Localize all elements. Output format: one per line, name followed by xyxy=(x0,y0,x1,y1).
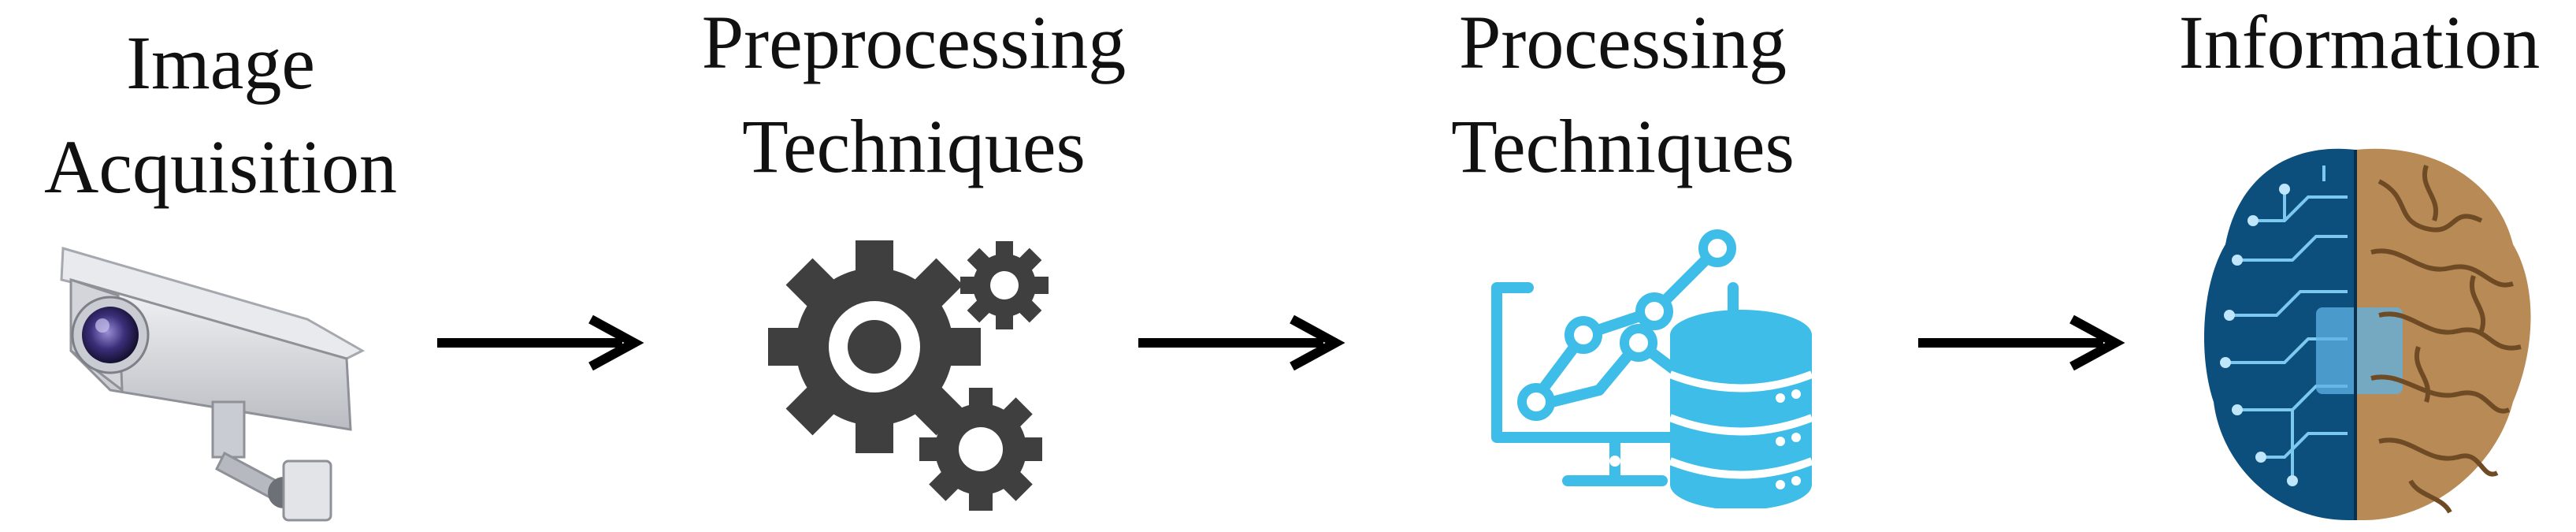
stage-3-line-1: Processing xyxy=(1459,0,1787,84)
analytics-database-icon xyxy=(1481,225,1820,508)
arrow-3 xyxy=(1914,315,2127,370)
stage-label-processing: Processing Techniques xyxy=(1371,0,1875,199)
stage-1-line-1: Image xyxy=(126,20,315,105)
arrow-1 xyxy=(433,315,646,370)
brain-circuit-icon xyxy=(2190,134,2552,528)
stage-1-line-2: Acquisition xyxy=(44,125,397,209)
security-camera-icon xyxy=(47,233,378,524)
gears-icon xyxy=(768,236,1060,520)
stage-label-information: Information xyxy=(2143,0,2576,95)
stage-3-line-2: Techniques xyxy=(1451,104,1795,188)
arrow-2 xyxy=(1134,315,1347,370)
stage-2-line-2: Techniques xyxy=(742,104,1086,188)
stage-2-line-1: Preprocessing xyxy=(701,0,1127,84)
stage-4-line-1: Information xyxy=(2178,0,2541,84)
stage-label-preprocessing: Preprocessing Techniques xyxy=(630,0,1197,199)
stage-label-image-acquisition: Image Acquisition xyxy=(0,11,441,219)
